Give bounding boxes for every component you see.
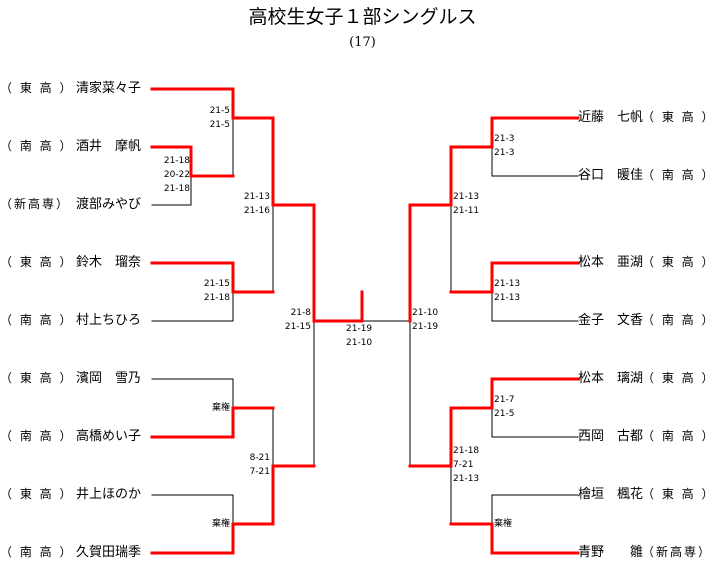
match-score: 7-21 — [453, 460, 474, 470]
match-score: 21-7 — [494, 395, 515, 405]
player-school: （ 東 高 ） — [642, 487, 716, 501]
player-name: 檜垣 楓花 — [578, 487, 644, 502]
player-name: 高橋めい子 — [76, 429, 142, 444]
page-subtitle: (17) — [349, 35, 376, 50]
player-school: （新高専） — [0, 197, 71, 211]
match-score: 21-18 — [163, 156, 190, 166]
player-name: 濱岡 雪乃 — [76, 371, 142, 386]
match-score: 21-5 — [209, 120, 230, 130]
match-score: 21-18 — [163, 184, 190, 194]
match-score: 21-13 — [453, 474, 480, 484]
match-score: 21-13 — [243, 192, 270, 202]
match-score: 21-18 — [453, 446, 480, 456]
player-name: 青野 雛 — [578, 545, 644, 560]
player-name: 金子 文香 — [578, 313, 644, 328]
match-score: 21-8 — [290, 308, 311, 318]
player-name: 酒井 摩帆 — [76, 139, 142, 154]
match-score: 棄権 — [211, 519, 230, 529]
player-name: 井上ほのか — [76, 487, 142, 502]
player-name: 松本 亜湖 — [578, 255, 644, 270]
match-score: 21-5 — [494, 409, 515, 419]
player-name: 西岡 古都 — [578, 429, 644, 444]
match-score: 20-22 — [163, 170, 190, 180]
player-school: （ 東 高 ） — [642, 255, 716, 269]
player-school: （ 東 高 ） — [642, 371, 716, 385]
player-name: 清家菜々子 — [76, 81, 142, 96]
match-score: 21-5 — [209, 106, 230, 116]
player-school: （ 南 高 ） — [642, 429, 716, 443]
match-score: 21-3 — [494, 134, 515, 144]
player-school: （ 南 高 ） — [642, 313, 716, 327]
match-score: 7-21 — [249, 467, 270, 477]
page-title: 高校生女子１部シングルス — [248, 6, 477, 28]
player-school: （ 東 高 ） — [0, 255, 74, 269]
match-score: 21-19 — [346, 324, 373, 334]
player-school: （ 南 高 ） — [642, 168, 716, 182]
match-score: 21-3 — [494, 148, 515, 158]
match-score: 21-15 — [284, 322, 311, 332]
player-name: 渡部みやび — [76, 197, 142, 212]
match-score: 21-13 — [494, 279, 521, 289]
match-score: 21-10 — [346, 338, 373, 348]
match-score: 21-13 — [453, 192, 480, 202]
player-school: （ 東 高 ） — [0, 487, 74, 501]
player-name: 松本 璃湖 — [578, 371, 644, 386]
match-score: 21-18 — [203, 293, 230, 303]
player-school: （ 東 高 ） — [0, 81, 74, 95]
match-score: 21-11 — [453, 206, 480, 216]
player-school: （ 東 高 ） — [642, 110, 716, 124]
match-score: 棄権 — [494, 519, 513, 529]
player-school: （ 南 高 ） — [0, 545, 74, 559]
player-school: （ 南 高 ） — [0, 429, 74, 443]
match-score: 21-16 — [243, 206, 270, 216]
player-name: 近藤 七帆 — [578, 110, 644, 125]
player-school: （ 南 高 ） — [0, 139, 74, 153]
match-score: 21-19 — [412, 322, 439, 332]
player-name: 久賀田瑞季 — [76, 545, 142, 560]
player-school: （新高専） — [642, 545, 713, 559]
player-name: 村上ちひろ — [76, 313, 142, 328]
player-name: 谷口 暖佳 — [578, 168, 644, 183]
match-score: 21-13 — [494, 293, 521, 303]
player-school: （ 東 高 ） — [0, 371, 74, 385]
player-school: （ 南 高 ） — [0, 313, 74, 327]
match-score: 棄権 — [211, 403, 230, 413]
match-score: 8-21 — [249, 453, 270, 463]
match-score: 21-15 — [203, 279, 230, 289]
match-score: 21-10 — [412, 308, 439, 318]
player-name: 鈴木 瑠奈 — [76, 255, 142, 270]
